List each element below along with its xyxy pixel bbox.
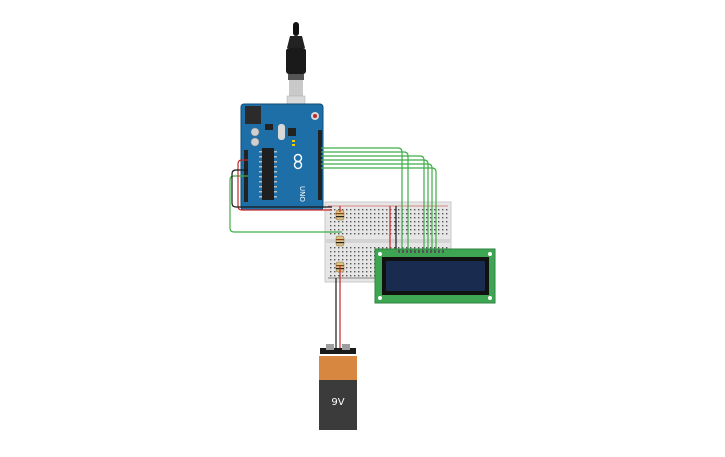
arduino-model-label: UNO <box>298 186 306 202</box>
atmega-chip <box>262 148 274 200</box>
wire-signal-6 <box>321 167 437 252</box>
wires[interactable] <box>229 147 437 350</box>
battery-label: 9V <box>331 397 344 408</box>
usb-cable-icon[interactable] <box>286 22 306 115</box>
battery-9v[interactable]: 9V <box>319 344 357 430</box>
lcd-pin-header <box>398 250 444 253</box>
arduino-uno-board[interactable]: UNO <box>240 103 324 211</box>
wire-power-1 <box>237 159 332 211</box>
dc-jack <box>245 106 261 124</box>
lcd-16x2-display[interactable] <box>374 248 496 304</box>
lcd-screen <box>386 261 485 291</box>
wire-ground-1 <box>231 169 332 208</box>
battery-snap <box>320 348 356 354</box>
arduino-infinity-logo <box>293 153 303 170</box>
resistor-2[interactable] <box>335 235 345 247</box>
digital-header <box>318 130 322 200</box>
resistor-1[interactable] <box>335 209 345 221</box>
